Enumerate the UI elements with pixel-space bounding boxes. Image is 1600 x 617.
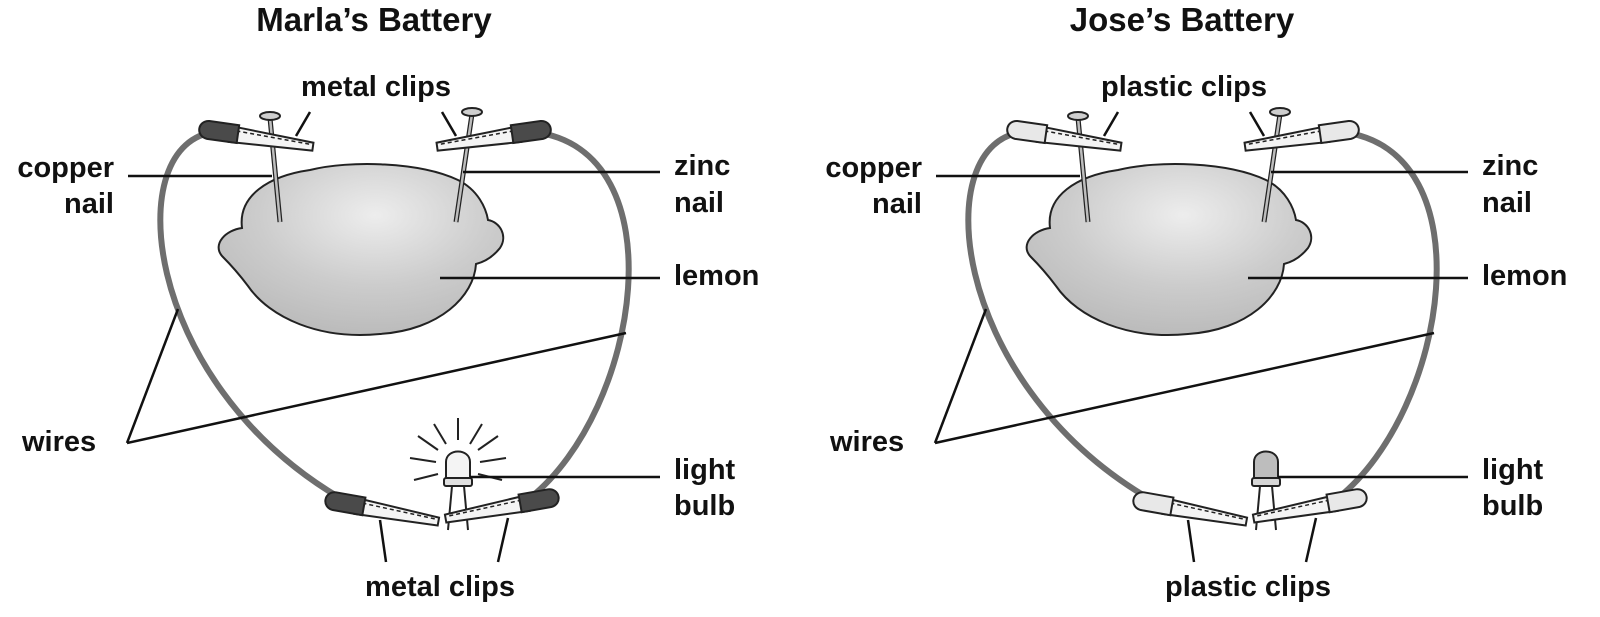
clip-bottom-left bbox=[1132, 491, 1249, 530]
label-light: light bbox=[674, 454, 736, 486]
label-lemon: lemon bbox=[1482, 260, 1567, 292]
light-bulb bbox=[409, 418, 507, 531]
label-copper-nail: nail bbox=[64, 188, 114, 220]
clip-top-left bbox=[198, 120, 316, 155]
panel-title: Marla’s Battery bbox=[256, 1, 492, 38]
clip-top-left bbox=[1006, 120, 1124, 155]
label-wires: wires bbox=[829, 426, 904, 458]
label-top-clips: plastic clips bbox=[1101, 71, 1267, 103]
label-wires: wires bbox=[21, 426, 96, 458]
label-zinc-nail: nail bbox=[674, 187, 724, 219]
battery-art bbox=[160, 108, 628, 498]
panel-marla: Marla’s Battery metal clips copper nail … bbox=[17, 1, 759, 603]
label-light: light bbox=[1482, 454, 1544, 486]
clip-bottom-right bbox=[443, 488, 560, 527]
label-zinc: zinc bbox=[1482, 150, 1538, 182]
label-bottom-clips: plastic clips bbox=[1165, 571, 1331, 603]
light-bulb bbox=[1251, 450, 1281, 531]
label-bottom-clips: metal clips bbox=[365, 571, 515, 603]
label-bulb: bulb bbox=[674, 490, 735, 522]
panel-title: Jose’s Battery bbox=[1070, 1, 1295, 38]
clip-top-right bbox=[434, 120, 552, 155]
label-bulb: bulb bbox=[1482, 490, 1543, 522]
label-copper: copper bbox=[825, 152, 922, 184]
leader-lines bbox=[933, 111, 1468, 563]
label-top-clips: metal clips bbox=[301, 71, 451, 103]
clip-bottom-left bbox=[324, 491, 441, 530]
label-lemon: lemon bbox=[674, 260, 759, 292]
label-copper: copper bbox=[17, 152, 114, 184]
label-zinc-nail: nail bbox=[1482, 187, 1532, 219]
leader-lines bbox=[125, 111, 660, 563]
label-zinc: zinc bbox=[674, 150, 730, 182]
label-copper-nail: nail bbox=[872, 188, 922, 220]
battery-art bbox=[968, 108, 1436, 498]
panel-jose: Jose’s Battery plastic clips copper nail… bbox=[825, 1, 1567, 603]
clip-bottom-right bbox=[1251, 488, 1368, 527]
clip-top-right bbox=[1242, 120, 1360, 155]
